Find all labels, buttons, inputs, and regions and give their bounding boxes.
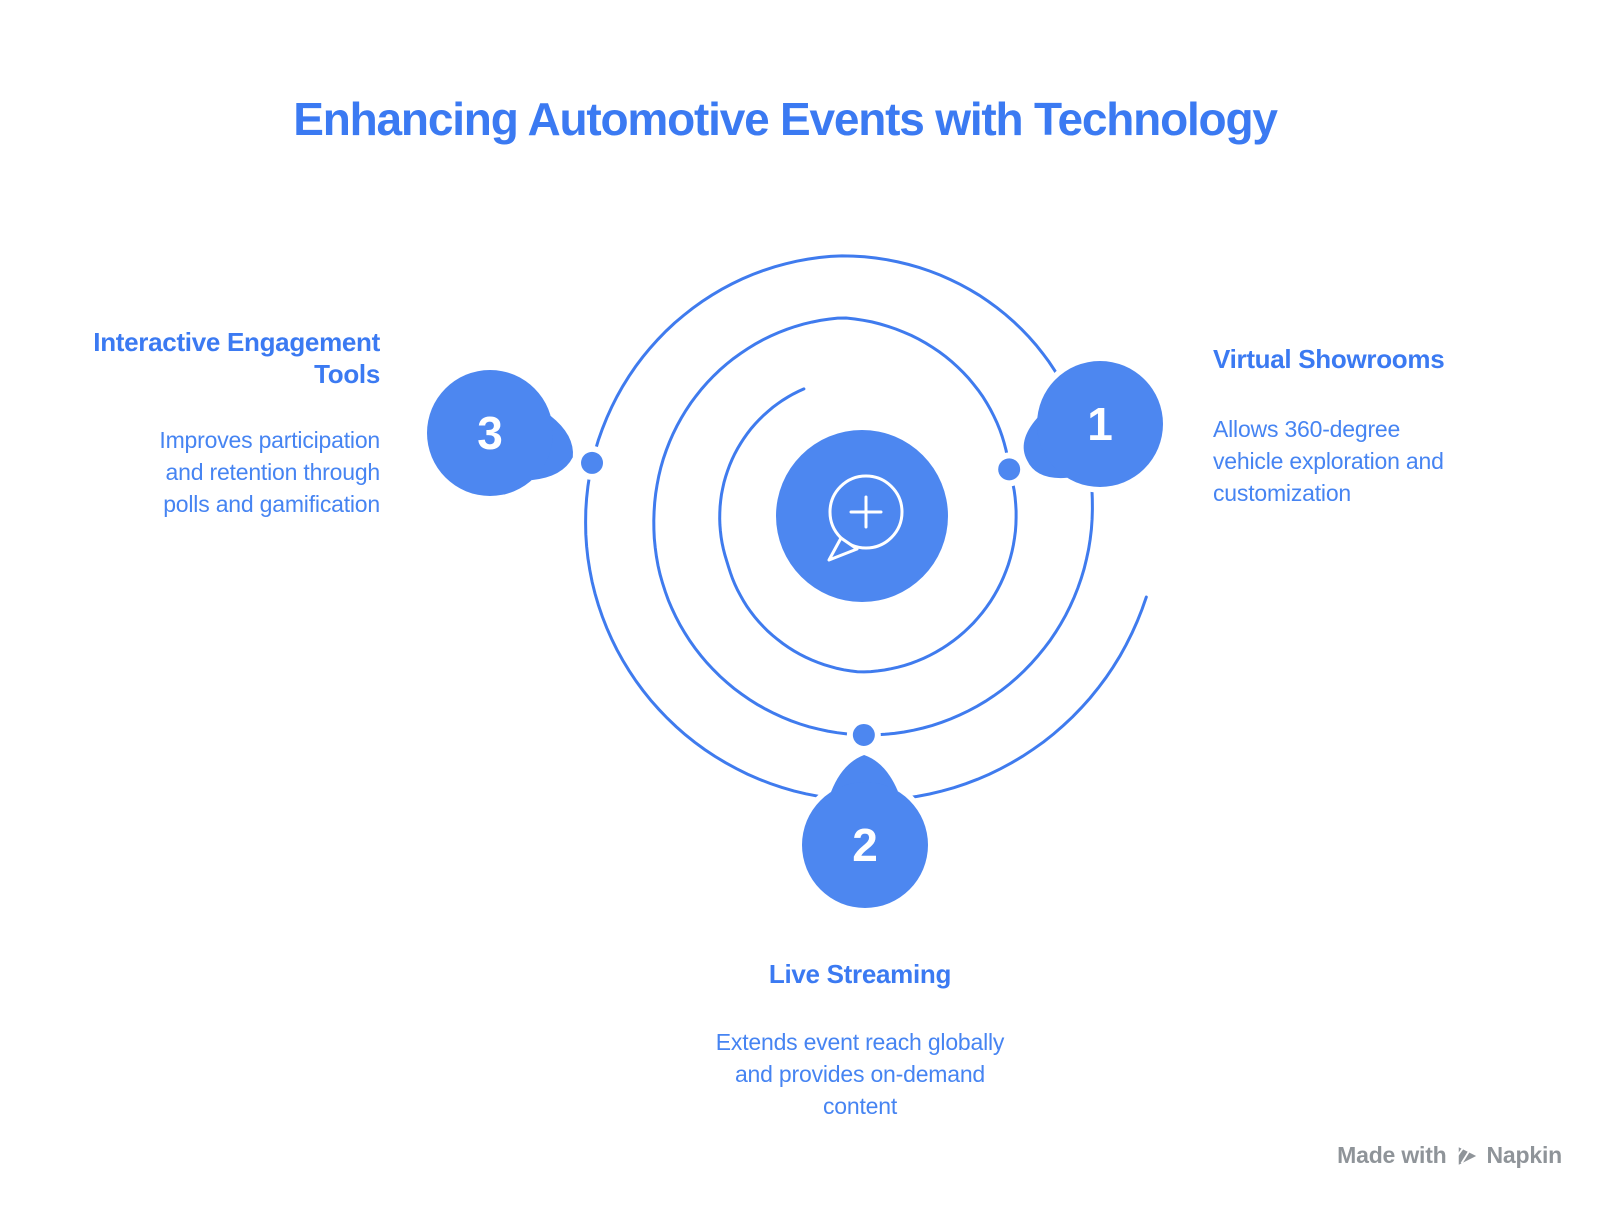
item-heading: Interactive Engagement Tools — [93, 327, 380, 389]
bubble-1-number: 1 — [1087, 398, 1113, 450]
bubble-2-halo — [796, 776, 934, 914]
bubble-2-tail-halo — [825, 749, 904, 798]
watermark-prefix: Made with — [1337, 1142, 1447, 1168]
chat-bubble-tail — [827, 536, 859, 562]
item-3-interactive-engagement: Interactive Engagement Tools Improves pa… — [50, 326, 380, 520]
bubble-1-tail — [1023, 417, 1068, 479]
orbit-dot — [852, 723, 875, 746]
bubble-3-number: 3 — [477, 407, 503, 459]
plus-icon — [849, 495, 883, 529]
bubble-2-tail — [831, 755, 898, 792]
item-heading: Virtual Showrooms — [1213, 344, 1445, 374]
bubble-3 — [427, 370, 553, 496]
orbit-dot-halo — [846, 717, 881, 752]
item-heading: Live Streaming — [768, 959, 952, 989]
item-body: Improves participation and retention thr… — [159, 427, 380, 517]
bubble-3-tail — [531, 415, 573, 481]
orbit-dot — [998, 458, 1021, 481]
orbit-dot-halo — [992, 452, 1027, 487]
bubble-1-halo — [1031, 355, 1169, 493]
watermark-brand: Napkin — [1486, 1142, 1563, 1168]
napkin-logo-icon — [1455, 1144, 1476, 1165]
bubble-1-tail-halo — [1018, 412, 1073, 484]
orbit-dot-halo — [575, 445, 610, 480]
bubble-1 — [1037, 361, 1163, 487]
bubble-2 — [802, 782, 928, 908]
page-title: Enhancing Automotive Events with Technol… — [293, 93, 1278, 145]
bubble-3-halo — [421, 364, 559, 502]
item-1-virtual-showrooms: Virtual Showrooms Allows 360-degree vehi… — [1213, 343, 1513, 509]
item-body: Extends event reach globally and provide… — [715, 1029, 1005, 1119]
item-2-live-streaming: Live Streaming Extends event reach globa… — [640, 958, 1080, 1122]
center-circle — [776, 430, 948, 602]
bubble-3-tail-halo — [526, 410, 579, 486]
chat-plus-icon — [828, 474, 904, 550]
orbit-dot — [581, 451, 604, 474]
center-circle-halo — [770, 424, 954, 608]
item-body: Allows 360-degree vehicle exploration an… — [1213, 416, 1444, 506]
bubble-2-number: 2 — [852, 819, 878, 871]
spiral-path — [584, 254, 1148, 803]
made-with-napkin-watermark: Made with Napkin — [1337, 1142, 1562, 1169]
